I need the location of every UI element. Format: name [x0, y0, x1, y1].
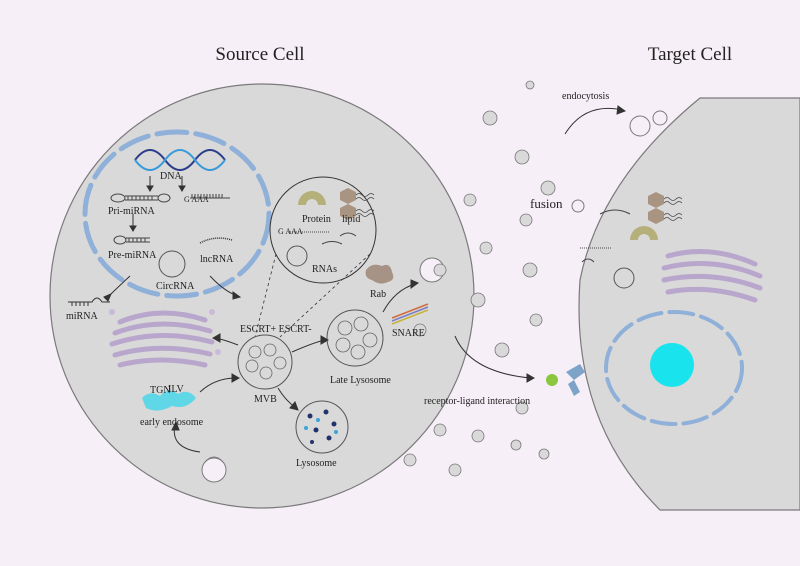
- rab-icon: [365, 264, 394, 284]
- lysosome: [295, 400, 349, 454]
- early-endosome-shape: [142, 390, 196, 411]
- label-rnas: RNAs: [312, 264, 337, 275]
- target-cell-title: Target Cell: [648, 44, 732, 65]
- label-late-lysosome: Late Lysosome: [330, 375, 391, 386]
- label-lysosome: Lysosome: [296, 458, 337, 469]
- label-endocytosis: endocytosis: [562, 91, 609, 102]
- mirna-shape: [68, 297, 110, 306]
- label-mvb: MVB: [254, 394, 277, 405]
- label-pri-mirna: Pri-miRNA: [108, 206, 155, 217]
- nucleus-exit-arrows: [103, 275, 242, 302]
- target-cell: [571, 97, 800, 511]
- golgi-vesicles: [109, 309, 221, 355]
- label-fusion: fusion: [530, 196, 563, 211]
- golgi-tgn: [109, 310, 215, 368]
- label-tgn: TGN: [150, 385, 171, 396]
- snare-icon: [391, 303, 429, 325]
- protein-icon: [298, 191, 326, 205]
- zoom-lines: [254, 253, 371, 338]
- label-escrt: ESCRT+ ESCRT-: [240, 324, 312, 335]
- lipid-icon: [340, 188, 356, 204]
- label-ilv: ILV: [168, 384, 185, 395]
- target-cargo: [580, 192, 683, 289]
- target-nucleolus: [650, 343, 694, 387]
- label-early-endosome: early endosome: [140, 417, 204, 428]
- label-protein: Protein: [302, 214, 331, 225]
- receptor-ligand-icon: [546, 364, 585, 396]
- source-nucleus: [82, 129, 272, 299]
- target-nucleus: [604, 310, 744, 426]
- transfer-arrows: [454, 105, 627, 383]
- cargo-zoom-circle: [269, 176, 377, 284]
- dna-seq-strip: [190, 194, 230, 199]
- source-cell-title: Source Cell: [215, 44, 304, 65]
- label-snare: SNARE: [392, 328, 425, 339]
- label-rab: Rab: [370, 289, 386, 300]
- label-rnas-seq: G AAA: [278, 227, 303, 236]
- lncrna-shape: [199, 237, 233, 244]
- late-lysosome: [326, 309, 384, 367]
- mvb: [237, 334, 293, 390]
- label-lncrna: lncRNA: [200, 254, 234, 265]
- dna-helix: [134, 149, 226, 171]
- pri-mirna-shape: [110, 193, 171, 203]
- label-circrna: CircRNA: [156, 281, 195, 292]
- circrna-shape: [158, 250, 186, 278]
- source-cell: [49, 83, 475, 509]
- nucleus-arrows: [129, 176, 186, 232]
- label-pre-mirna: Pre-miRNA: [108, 250, 157, 261]
- pathway-arrows: [171, 279, 420, 453]
- label-mirna: miRNA: [66, 311, 98, 322]
- target-golgi: [661, 249, 763, 303]
- label-dna-seq: G AAA: [184, 195, 209, 204]
- label-dna: DNA: [160, 171, 182, 182]
- pre-mirna-shape: [113, 235, 150, 245]
- exosome-vesicles: [403, 80, 556, 477]
- label-lipid: lipid: [342, 214, 360, 225]
- label-receptor-ligand: receptor-ligand interaction: [424, 396, 530, 407]
